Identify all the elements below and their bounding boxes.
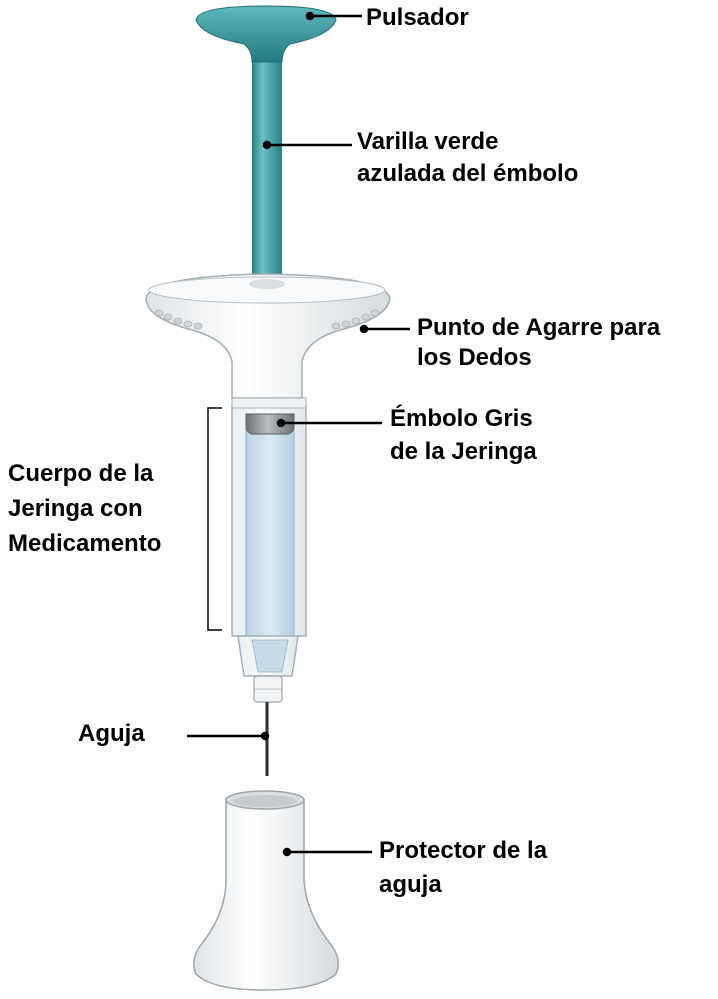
label-embolo-line1: Émbolo Gris (390, 405, 533, 432)
label-varilla-line2: azulada del émbolo (357, 160, 579, 187)
label-agarre-line1: Punto de Agarre para (417, 314, 661, 341)
grip-ridges-right (331, 309, 380, 330)
leader-lines (187, 11, 410, 857)
label-aguja: Aguja (78, 720, 145, 748)
plunger-rod (252, 60, 282, 285)
label-protector: Protector de la aguja (379, 834, 547, 902)
label-pulsador: Pulsador (366, 4, 469, 32)
label-embolo-gris: Émbolo Gris de la Jeringa (390, 402, 537, 468)
finger-grip (145, 273, 391, 399)
cap-body (193, 799, 339, 991)
needle-cap (193, 790, 339, 991)
flange-top (148, 276, 386, 304)
medication (245, 427, 295, 645)
label-varilla: Varilla verde azulada del émbolo (357, 126, 578, 190)
label-varilla-line1: Varilla verde (357, 128, 499, 155)
label-cuerpo-line1: Cuerpo de la (8, 460, 154, 487)
flange-body (145, 273, 391, 399)
plunger (195, 5, 337, 285)
grip-ridges-left (154, 309, 203, 330)
label-aguja-text: Aguja (78, 720, 145, 747)
thumb-press (195, 5, 337, 63)
label-protector-line1: Protector de la (379, 837, 548, 864)
rod-hole (249, 279, 285, 289)
syringe-barrel (231, 397, 307, 703)
label-cuerpo-line3: Medicamento (8, 530, 162, 557)
label-cuerpo-line2: Jeringa con (8, 495, 143, 522)
label-pulsador-text: Pulsador (366, 4, 469, 31)
label-protector-line2: aguja (379, 871, 442, 898)
barrel-collar (231, 397, 307, 409)
label-cuerpo: Cuerpo de la Jeringa con Medicamento (8, 456, 161, 561)
label-embolo-line2: de la Jeringa (390, 438, 537, 465)
body-bracket (207, 407, 222, 631)
medication-tip (251, 639, 289, 673)
label-agarre-line2: los Dedos (417, 344, 532, 371)
label-agarre: Punto de Agarre para los Dedos (417, 313, 660, 373)
